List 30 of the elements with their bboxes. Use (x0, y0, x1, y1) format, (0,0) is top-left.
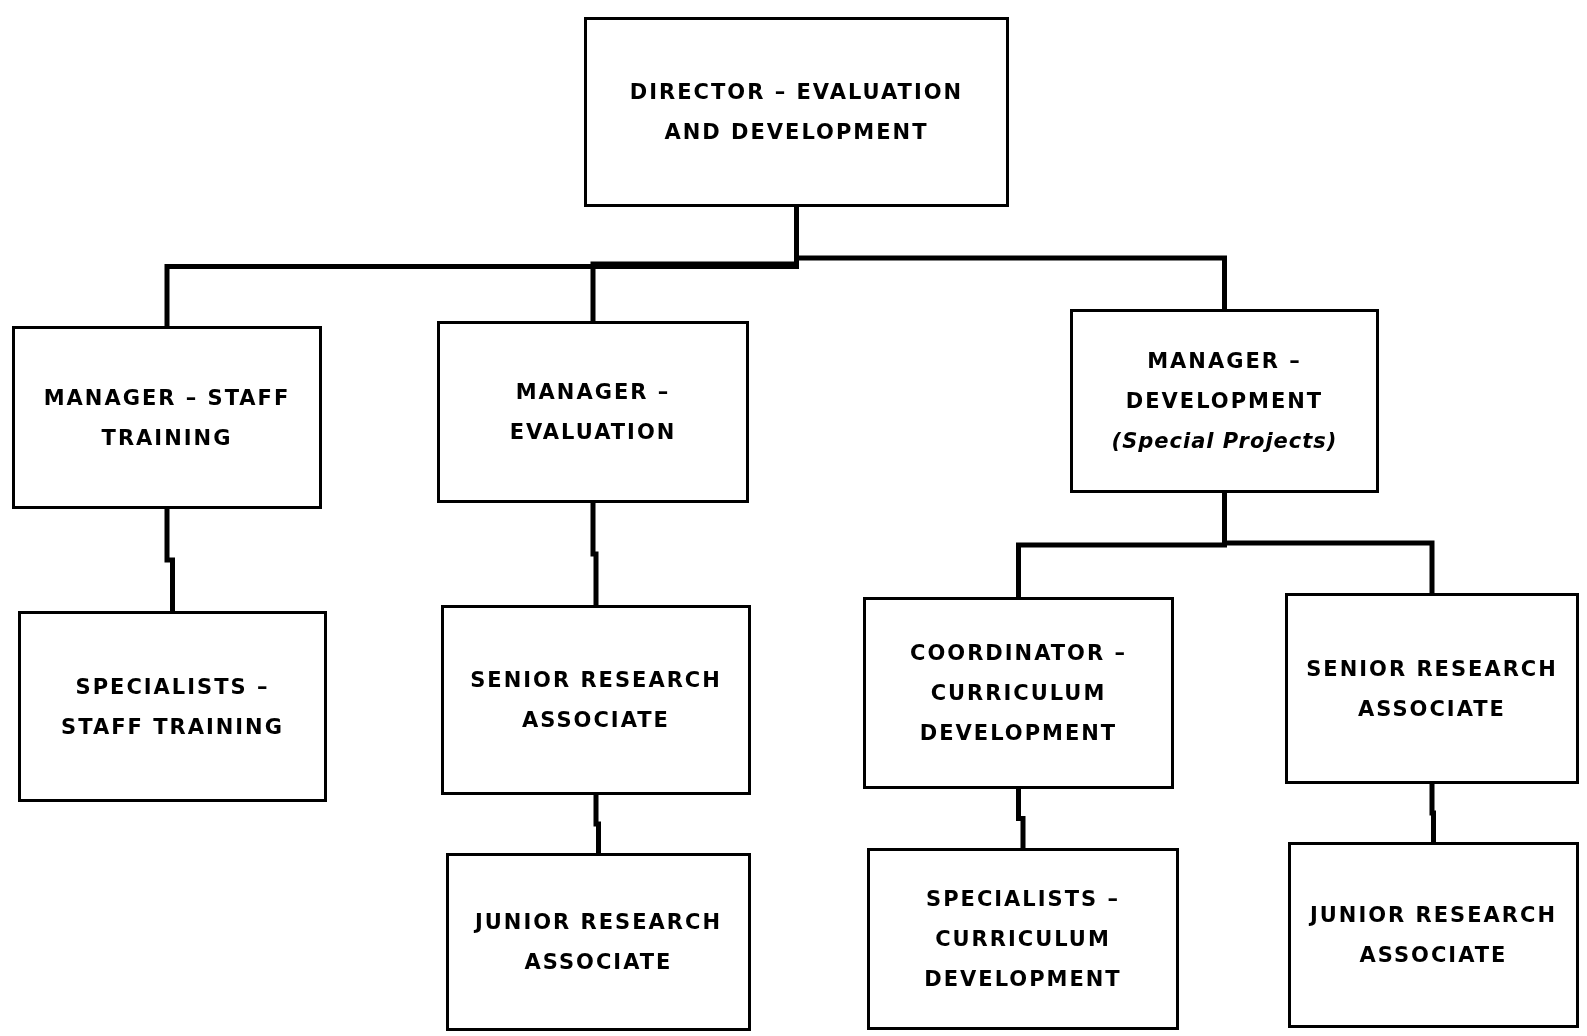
org-box (18, 611, 327, 802)
org-box (441, 605, 751, 795)
org-box (1288, 842, 1579, 1028)
connector-line (1429, 784, 1436, 842)
role-note: (Special Projects) (1111, 428, 1338, 455)
role-title: DIRECTOR – EVALUATION AND DEVELOPMENT (628, 79, 965, 146)
role-title: SPECIALISTS – CURRICULUM DEVELOPMENT (923, 886, 1123, 993)
org-box (863, 597, 1174, 789)
connector-line (164, 509, 175, 611)
connector-line (794, 207, 1227, 309)
role-title: JUNIOR RESEARCH ASSOCIATE (1307, 902, 1558, 969)
org-box (12, 326, 322, 509)
role-title: MANAGER – EVALUATION (508, 379, 678, 446)
role-title: SENIOR RESEARCH ASSOCIATE (1305, 655, 1559, 723)
role-title: COORDINATOR – CURRICULUM DEVELOPMENT (909, 640, 1128, 747)
role-title: MANAGER – DEVELOPMENT (1124, 348, 1325, 415)
role-title: SENIOR RESEARCH ASSOCIATE (469, 667, 723, 734)
org-box (446, 853, 751, 1031)
connector-line (1016, 789, 1026, 848)
connector-line (1222, 493, 1435, 593)
connector-line (590, 503, 599, 605)
org-box (584, 17, 1009, 207)
role-title: MANAGER – STAFF TRAINING (42, 384, 292, 452)
connector-line (593, 795, 601, 853)
role-title: JUNIOR RESEARCH ASSOCIATE (472, 909, 723, 976)
role-title: SPECIALISTS – STAFF TRAINING (60, 673, 285, 741)
org-box (437, 321, 749, 503)
org-box (1285, 593, 1579, 784)
org-box (1070, 309, 1379, 493)
org-box (867, 848, 1179, 1030)
